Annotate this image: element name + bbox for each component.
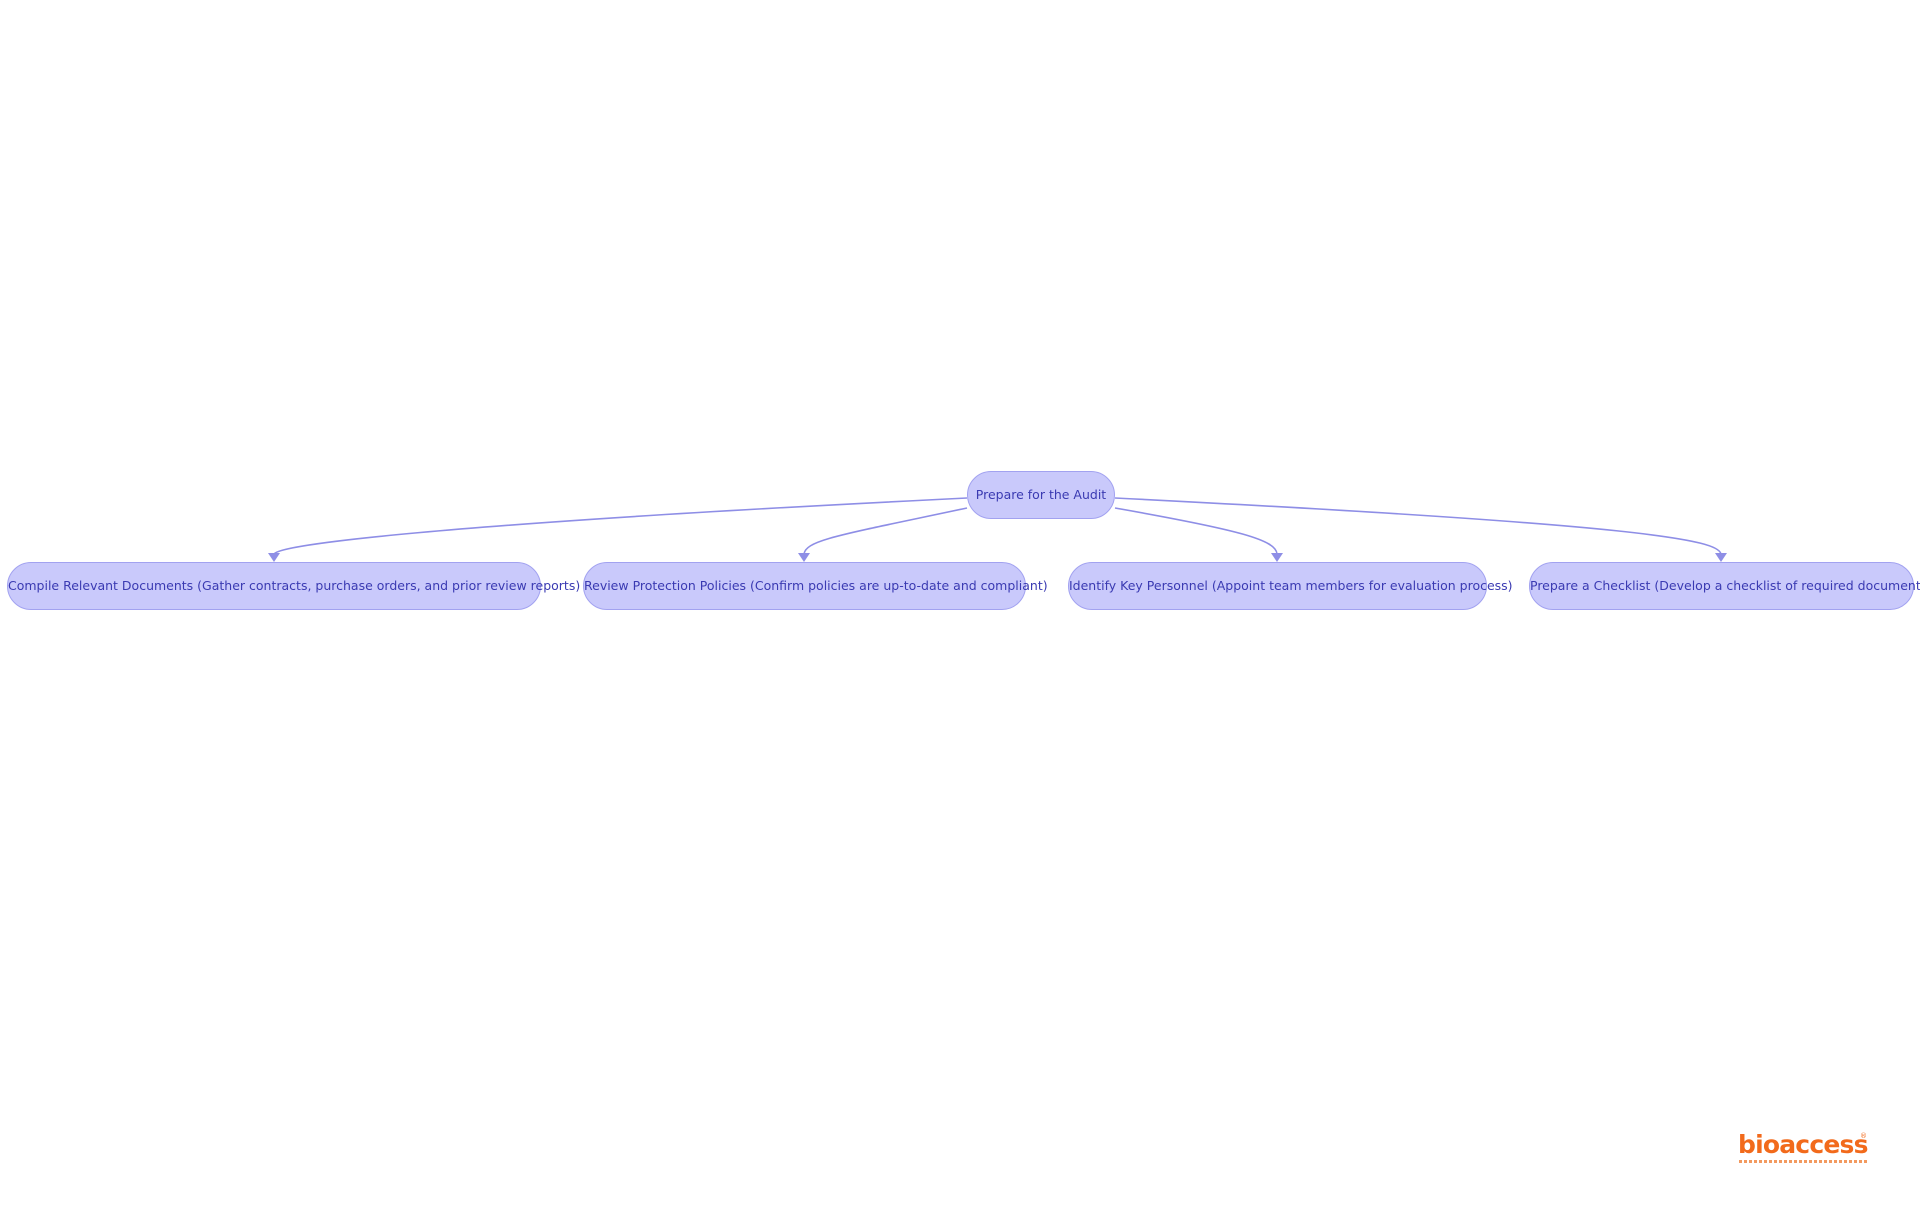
node-review-protection-policies: Review Protection Policies (Confirm poli… bbox=[583, 562, 1048, 610]
arrow-identify-personnel bbox=[1271, 553, 1283, 562]
node-identify-key-personnel: Identify Key Personnel (Appoint team mem… bbox=[1068, 562, 1513, 610]
edge-root-to-compile-documents bbox=[273, 497, 968, 555]
node-prepare-checklist: Prepare a Checklist (Develop a checklist… bbox=[1529, 562, 1920, 610]
node-compile-relevant-documents: Compile Relevant Documents (Gather contr… bbox=[7, 562, 580, 610]
node-prepare-for-audit: Prepare for the Audit bbox=[967, 471, 1115, 519]
edge-root-to-identify-personnel bbox=[1114, 507, 1278, 555]
registered-mark-icon: ® bbox=[1860, 1132, 1867, 1140]
logo-tagline-graphic bbox=[1739, 1160, 1867, 1163]
bioaccess-logo: bioaccess ® bbox=[1738, 1132, 1870, 1166]
edge-root-to-review-policies bbox=[803, 507, 968, 555]
edge-root-to-prepare-checklist bbox=[1114, 497, 1722, 555]
arrow-compile-documents bbox=[268, 553, 280, 562]
arrow-prepare-checklist bbox=[1715, 553, 1727, 562]
arrow-review-policies bbox=[798, 553, 810, 562]
logo-wordmark: bioaccess bbox=[1738, 1130, 1868, 1159]
